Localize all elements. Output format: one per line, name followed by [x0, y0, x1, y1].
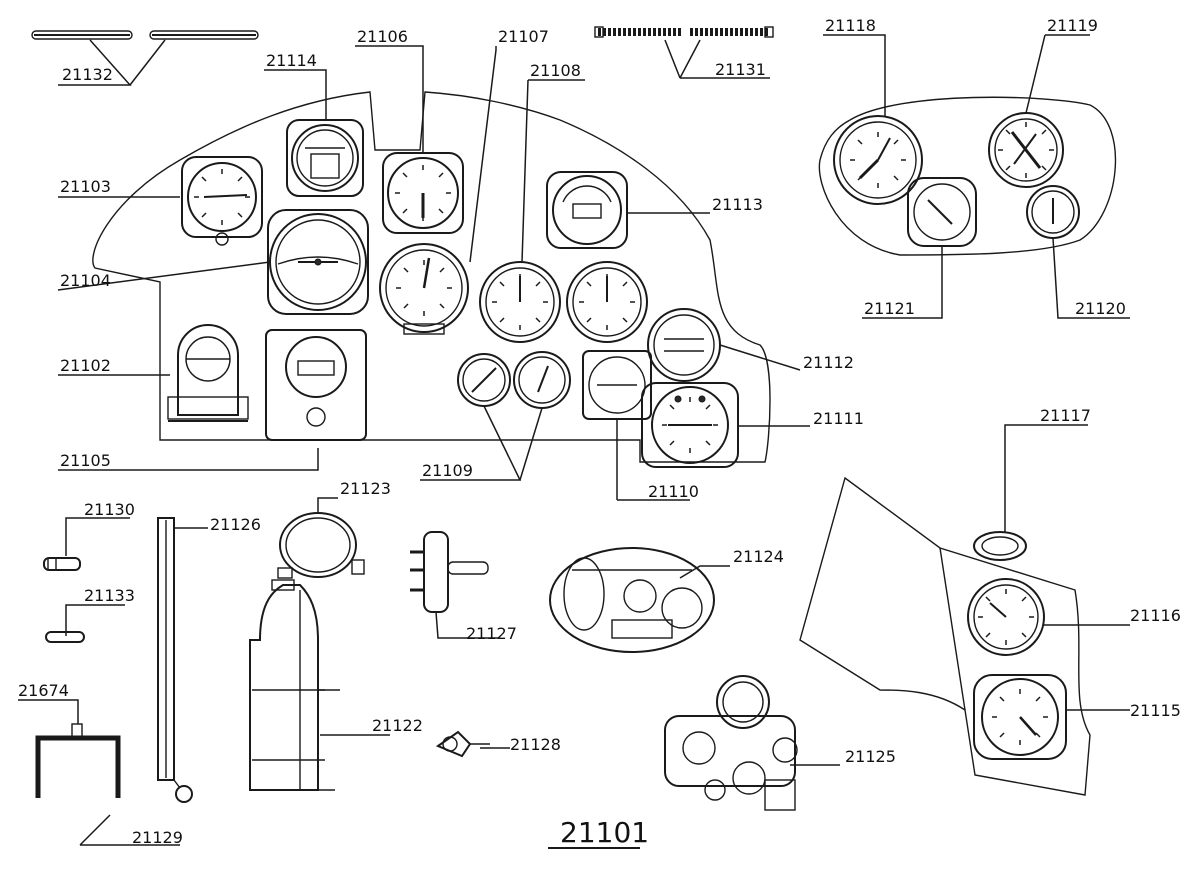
- part-21128-funnel: [435, 730, 490, 758]
- callout-21110: 21110: [648, 482, 699, 501]
- part-21132-tubes: [31, 30, 259, 40]
- gauge-21109-left: [457, 353, 511, 407]
- callout-21115: 21115: [1130, 701, 1181, 720]
- gauge-21105: [265, 329, 367, 441]
- part-21133-fitting: [45, 631, 85, 643]
- gauge-21118: [833, 115, 923, 205]
- assembly-label: 21101: [560, 816, 649, 849]
- callout-21104: 21104: [60, 271, 111, 290]
- callout-21117: 21117: [1040, 406, 1091, 425]
- callout-21120: 21120: [1075, 299, 1126, 318]
- callout-21129: 21129: [132, 828, 183, 847]
- part-21130-fitting: [43, 557, 81, 571]
- gauge-21117: [973, 531, 1027, 561]
- callout-21119: 21119: [1047, 16, 1098, 35]
- callout-21124: 21124: [733, 547, 784, 566]
- part-21126-rod: [157, 517, 193, 803]
- callout-21127: 21127: [466, 624, 517, 643]
- callout-21674: 21674: [18, 681, 69, 700]
- gauge-21116: [967, 578, 1045, 656]
- gauge-21120: [1026, 185, 1080, 239]
- gauge-21108: [479, 261, 561, 343]
- gauge-21121: [907, 177, 977, 247]
- callout-21131: 21131: [715, 60, 766, 79]
- gauge-21115: [973, 674, 1067, 760]
- gauge-unlabeled-right: [566, 261, 648, 343]
- callout-21107: 21107: [498, 27, 549, 46]
- part-21131-hoses: [594, 26, 774, 38]
- callout-21125: 21125: [845, 747, 896, 766]
- gauge-21109-right: [513, 351, 571, 409]
- callout-21132: 21132: [62, 65, 113, 84]
- callout-21133: 21133: [84, 586, 135, 605]
- gauge-21110: [582, 350, 652, 420]
- part-21127-valve: [410, 531, 489, 613]
- callout-21130: 21130: [84, 500, 135, 519]
- callout-21114: 21114: [266, 51, 317, 70]
- gauge-21107: [379, 243, 469, 335]
- callout-21106: 21106: [357, 27, 408, 46]
- part-21124-pump: [549, 547, 715, 653]
- gauge-21103: [181, 156, 263, 246]
- callout-21113: 21113: [712, 195, 763, 214]
- callout-21118: 21118: [825, 16, 876, 35]
- part-21125-regulator: [664, 675, 798, 811]
- gauge-21113: [546, 171, 628, 249]
- callout-21126: 21126: [210, 515, 261, 534]
- callout-21112: 21112: [803, 353, 854, 372]
- callout-21123: 21123: [340, 479, 391, 498]
- main-instrument-panel: [92, 91, 771, 463]
- gauge-21111: [641, 382, 739, 468]
- callout-21103: 21103: [60, 177, 111, 196]
- callout-21108: 21108: [530, 61, 581, 80]
- gauge-21114: [286, 119, 364, 197]
- callout-21109: 21109: [422, 461, 473, 480]
- callout-21122: 21122: [372, 716, 423, 735]
- gauge-21112: [647, 308, 721, 382]
- leader-lines: [18, 34, 1130, 849]
- gauge-21104: [267, 209, 369, 315]
- gauge-21102: [167, 324, 249, 422]
- part-21122-bottle: [249, 579, 340, 791]
- callout-21111: 21111: [813, 409, 864, 428]
- callout-21121: 21121: [864, 299, 915, 318]
- sub-panel-lower-right: [799, 476, 1091, 796]
- callout-21116: 21116: [1130, 606, 1181, 625]
- sub-panel-upper-right: [818, 96, 1117, 256]
- callout-labels: 21132 21131 21114 21106 21107 21108 2110…: [18, 16, 1181, 849]
- part-21674-bracket: [35, 723, 121, 798]
- callout-21105: 21105: [60, 451, 111, 470]
- part-21123-hose-ring: [277, 512, 365, 579]
- callout-21128: 21128: [510, 735, 561, 754]
- gauge-21119: [988, 112, 1064, 188]
- gauge-21106: [382, 152, 464, 234]
- callout-21102: 21102: [60, 356, 111, 375]
